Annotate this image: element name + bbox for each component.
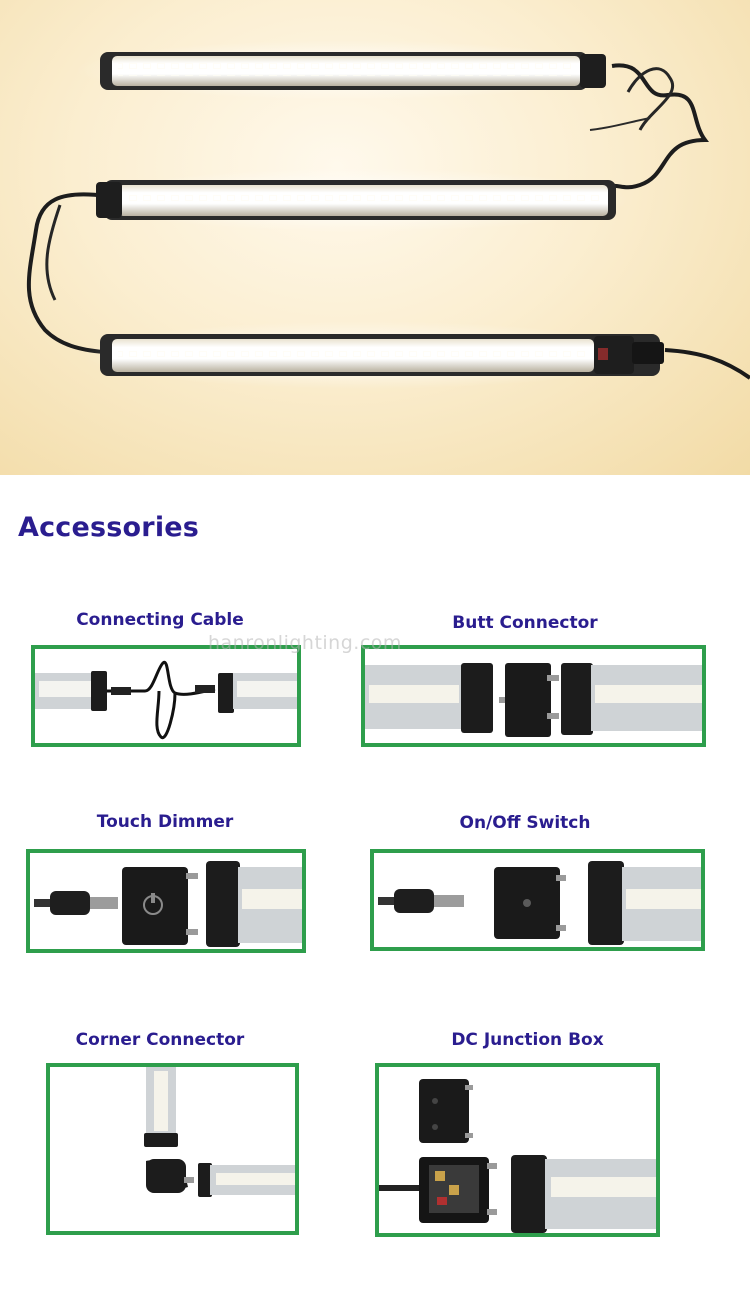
accessory-image-dc-junction-box [375,1063,660,1237]
section-title: Accessories [18,512,200,543]
accessory-image-corner-connector [46,1063,299,1235]
led-bars-illustration [26,40,750,389]
accessory-label-connecting-cable: Connecting Cable [76,610,244,630]
accessory-image-connecting-cable [31,645,301,747]
led-bar-top [75,40,615,100]
hero-photo-led-bars [0,0,750,475]
accessory-image-touch-dimmer [26,849,306,953]
accessory-image-on-off-switch [370,849,705,951]
accessory-image-butt-connector [361,645,706,747]
accessory-label-dc-junction-box: DC Junction Box [451,1030,604,1050]
accessory-label-corner-connector: Corner Connector [75,1030,245,1050]
watermark: hanronlighting.com [208,632,402,654]
accessory-label-butt-connector: Butt Connector [452,613,598,633]
led-bar-middle [90,168,630,232]
accessory-label-on-off-switch: On/Off Switch [459,813,591,833]
led-bar-bottom [80,321,664,389]
accessory-label-touch-dimmer: Touch Dimmer [96,812,234,832]
